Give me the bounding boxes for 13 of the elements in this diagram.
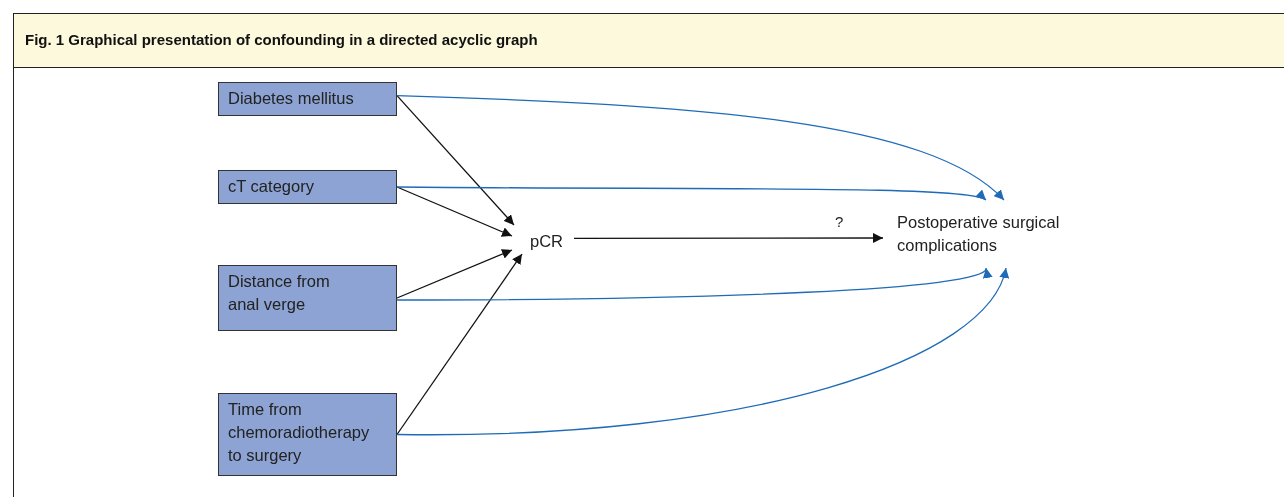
arrow [396,186,513,237]
node-label: Diabetes mellitus [228,89,354,107]
node-label: Distance from anal verge [228,271,331,315]
arrow [573,233,884,243]
arrow [396,253,523,436]
arrow [396,186,987,202]
arrow [396,94,515,226]
node-label: Time from chemoradiotherapy to surgery [228,400,370,464]
arrow [396,94,1005,201]
node-label: Postoperative surgical complications [897,212,1061,256]
figure-title: Fig. 1 Graphical presentation of confounding in a directed acyclic graph [25,31,538,48]
node-label: cT category [228,177,314,195]
node-label: pCR [530,230,563,252]
